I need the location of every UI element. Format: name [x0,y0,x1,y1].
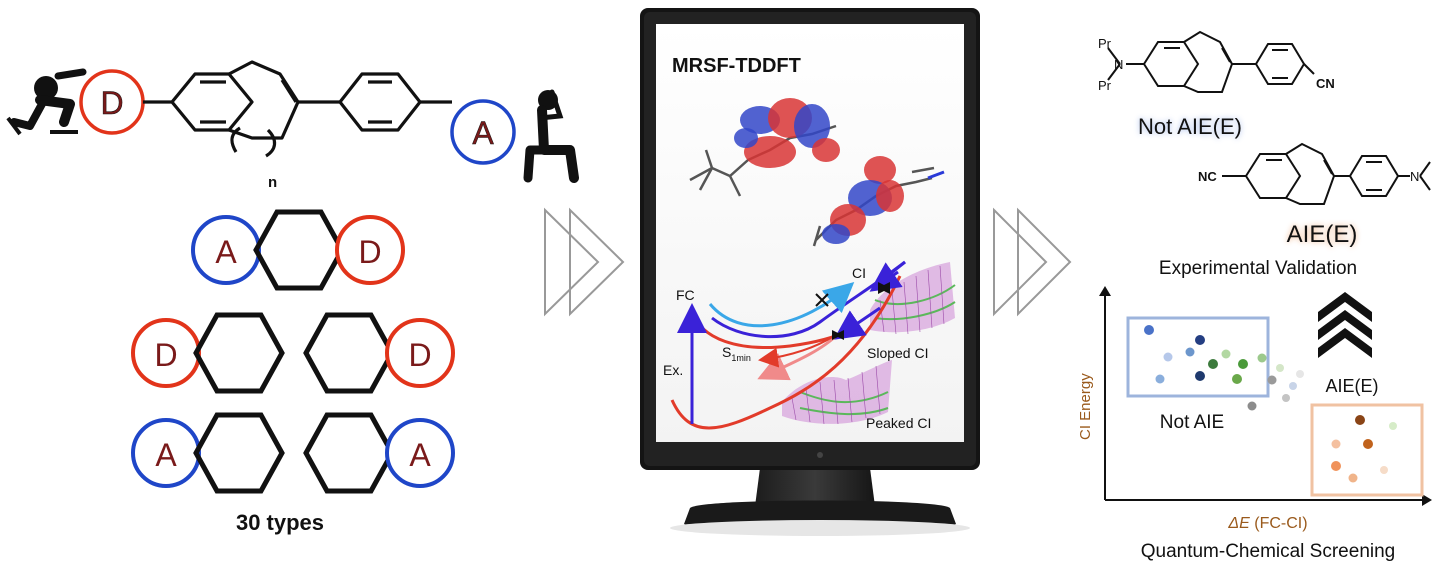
left-panel: D n A [6,60,579,535]
type-d-hex: D [131,312,285,394]
types-label: 30 types [236,510,324,535]
orbital-image-1 [689,98,840,197]
ring-index-n: n [268,174,277,191]
type-hex-a: A [303,412,455,494]
label-ci: CI [852,265,866,281]
donor-letter: D [100,85,123,121]
type-a-hex-d: A D [191,209,405,291]
aie-region [1310,403,1424,497]
chevron-up-icon [1318,292,1372,358]
right-panel: Pr N Pr CN Not AIE(E) NC N AIE(E) Experi… [1077,30,1432,562]
x-axis-label: ΔE (FC-CI) [1227,515,1307,532]
experimental-validation-label: Experimental Validation [1159,258,1357,279]
sloped-ci-surface [870,262,956,335]
label-fc: FC [676,287,695,303]
power-button [817,452,823,458]
not-aie-e-label: Not AIE(E) [1138,114,1242,139]
type-hex-d: D [303,312,455,394]
acceptor-letter: A [215,234,237,270]
label-sloped-ci: Sloped CI [867,345,928,361]
not-aie-point-label: Not AIE [1160,412,1224,433]
mol1-n: N [1114,57,1123,72]
label-excitation: Ex. [663,362,683,378]
monitor-screen [656,24,964,442]
potential-energy-diagram [670,260,956,430]
mol1-cn: CN [1316,76,1335,91]
acceptor-letter: A [155,437,177,473]
donor-letter: D [358,234,381,270]
mol2-nc: NC [1198,169,1217,184]
label-peaked-ci: Peaked CI [866,415,931,431]
aie-e-point-label: AIE(E) [1325,376,1378,396]
screening-label: Quantum-Chemical Screening [1141,541,1396,562]
type-a-hex: A [131,412,285,494]
aie-e-label: AIE(E) [1287,221,1358,248]
skater-icon [6,68,87,136]
orbital-image-2 [812,156,945,247]
screening-plot: AIE(E) Not AIE CI Energy ΔE (FC-CI) Quan… [1077,286,1432,562]
monitor-title: MRSF-TDDFT [672,55,801,77]
core-molecule [143,60,452,158]
monitor: MRSF-TDDFT [640,8,980,536]
mol1-pr-bottom: Pr [1098,78,1112,93]
y-axis-label: CI Energy [1077,373,1094,440]
flow-chevron-icon [544,207,625,317]
not-aie-region [1126,316,1270,398]
mol2-n: N [1410,169,1419,184]
acceptor-letter: A [409,437,431,473]
donor-circle: D [79,69,145,135]
molecule-aie [1222,142,1431,205]
acceptor-circle: A [450,99,516,165]
donor-letter: D [408,337,431,373]
mol1-pr-top: Pr [1098,36,1112,51]
molecule-not-aie [1107,30,1315,93]
stretching-person-icon [523,89,579,183]
data-points [1144,325,1397,483]
acceptor-letter: A [472,115,494,151]
donor-letter: D [154,337,177,373]
label-s1min: S1min [722,344,751,363]
flow-chevron-icon [993,207,1072,317]
peaked-ci-surface [782,360,892,425]
